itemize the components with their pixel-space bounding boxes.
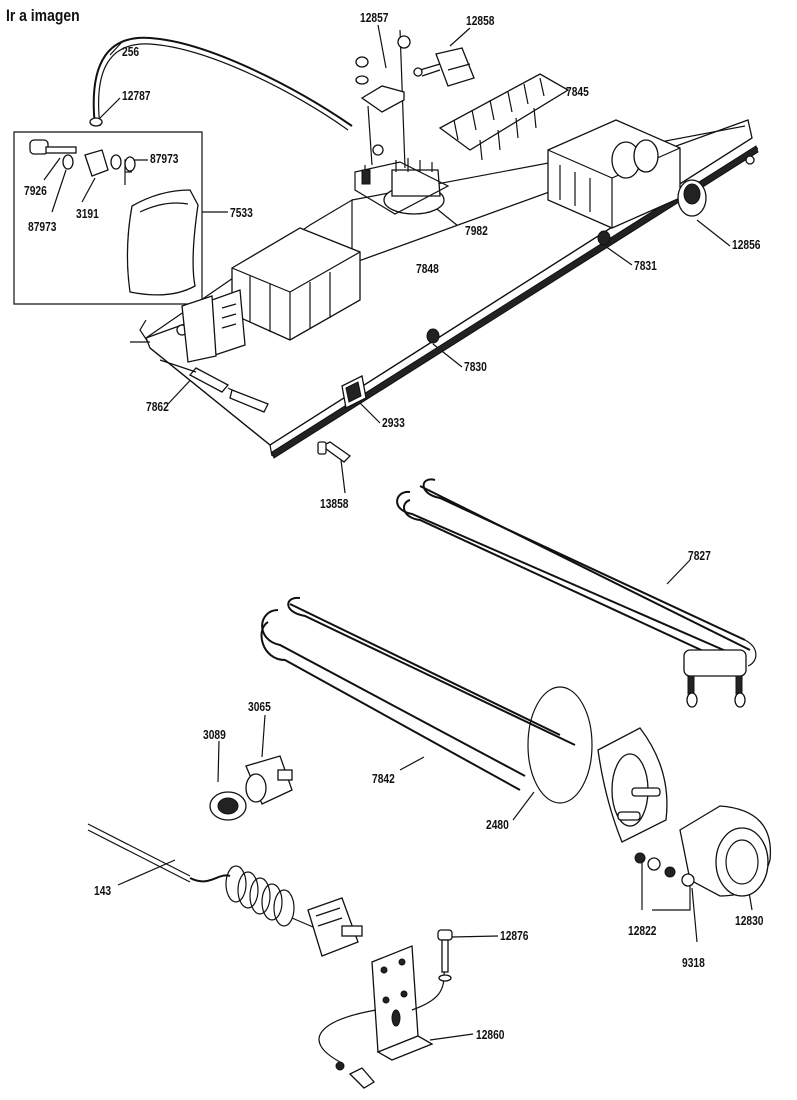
terminal-cover <box>679 805 772 897</box>
nut-12822 <box>634 852 646 864</box>
part-label-3089: 3089 <box>203 728 226 742</box>
heating-element-7842 <box>260 596 668 843</box>
part-label-7831: 7831 <box>634 259 657 273</box>
part-label-7845: 7845 <box>566 85 589 99</box>
part-label-12858: 12858 <box>466 14 495 28</box>
part-label-7926: 7926 <box>24 184 47 198</box>
part-label-2480: 2480 <box>486 818 509 832</box>
thermostat-knob <box>126 189 199 296</box>
part-label-13858: 13858 <box>320 497 349 511</box>
part-label-87973-top: 87973 <box>150 152 179 166</box>
programmer-timer <box>547 119 707 229</box>
part-label-7533: 7533 <box>230 206 253 220</box>
indicator-light-7831 <box>597 230 611 246</box>
rocker-switch <box>341 375 367 409</box>
capillary-tube <box>92 36 353 127</box>
part-label-12856: 12856 <box>732 238 761 252</box>
part-label-87973-bottom: 87973 <box>28 220 57 234</box>
part-label-7862: 7862 <box>146 400 169 414</box>
indicator-light-7830 <box>426 328 440 344</box>
screw-13858 <box>317 441 352 463</box>
go-to-image-link[interactable]: Ir a imagen <box>6 6 80 25</box>
part-label-9318: 9318 <box>682 956 705 970</box>
part-label-7848: 7848 <box>416 262 439 276</box>
heating-element-7827 <box>396 478 757 708</box>
screw-12876 <box>437 929 453 982</box>
pressure-switch <box>354 29 450 215</box>
part-label-3191: 3191 <box>76 207 99 221</box>
thermostat-probe <box>87 823 363 957</box>
knob-group-box <box>13 131 203 305</box>
part-label-7982: 7982 <box>465 224 488 238</box>
part-label-12787: 12787 <box>122 89 151 103</box>
knob-assembly <box>29 139 199 296</box>
part-label-7842: 7842 <box>372 772 395 786</box>
mounting-bracket <box>318 945 445 1063</box>
part-label-7827: 7827 <box>688 549 711 563</box>
part-label-143: 143 <box>94 884 112 898</box>
nut-9318 <box>681 873 695 887</box>
part-label-256: 256 <box>122 45 140 59</box>
part-label-3065: 3065 <box>248 700 271 714</box>
part-label-12830: 12830 <box>735 914 764 928</box>
resistor <box>159 359 269 413</box>
relay-block <box>181 227 361 363</box>
part-label-12857: 12857 <box>360 11 389 25</box>
part-label-12876: 12876 <box>500 929 529 943</box>
thermostat-3065 <box>209 755 293 821</box>
part-label-12860: 12860 <box>476 1028 505 1042</box>
part-label-12822: 12822 <box>628 924 657 938</box>
part-label-7830: 7830 <box>464 360 487 374</box>
terminal-strip <box>438 73 570 161</box>
part-label-2933: 2933 <box>382 416 405 430</box>
connector-block <box>413 47 475 87</box>
